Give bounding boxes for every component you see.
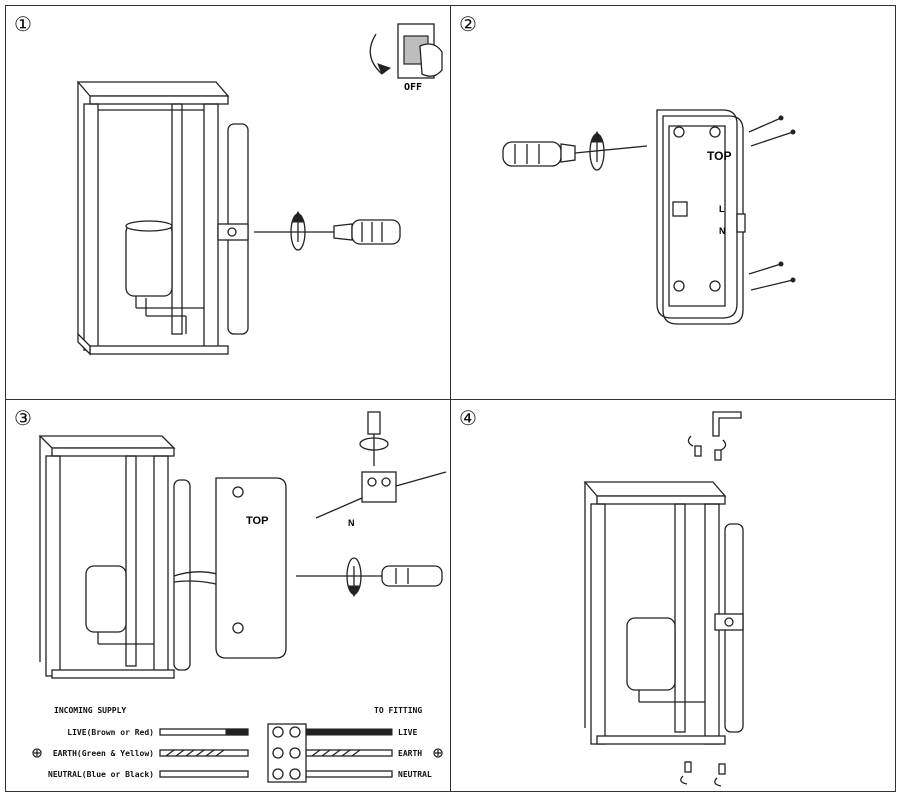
mounting-bracket-drawing	[656, 109, 746, 325]
connector-block	[267, 723, 307, 783]
incoming-supply-heading: INCOMING SUPPLY	[54, 706, 127, 715]
to-fitting-heading: TO FITTING	[374, 706, 423, 715]
wiring-left-label-neutral: NEUTRAL(Blue or Black)	[48, 770, 154, 779]
step-4-illustration	[583, 411, 744, 787]
wiring-left-label-earth: EARTH(Green & Yellow)	[52, 749, 154, 758]
wiring-left-label-live: LIVE(Brown or Red)	[67, 728, 154, 737]
wiring-right-label-live: LIVE	[398, 728, 418, 737]
wall-lantern-drawing	[583, 481, 744, 745]
power-switch-icon	[369, 23, 443, 79]
step-1-panel: ①	[5, 5, 451, 400]
bracket-l-label: L	[719, 204, 725, 214]
switch-off-label: OFF	[404, 82, 422, 93]
grub-screw-icons	[680, 435, 727, 787]
screwdriver-icon	[502, 141, 648, 167]
earth-symbol-icon	[32, 748, 443, 758]
step-3-number: ③	[14, 406, 32, 430]
step-4-number: ④	[459, 406, 477, 430]
step-2-panel: ②	[450, 5, 896, 400]
wiring-right-label-neutral: NEUTRAL	[398, 770, 432, 779]
terminal-n-label: N	[348, 518, 355, 528]
rotate-arrow-icon	[346, 437, 389, 597]
step-3-panel: ③	[5, 399, 451, 792]
wall-lantern-drawing	[76, 81, 249, 356]
step-1-illustration: OFF	[76, 23, 443, 356]
step-1-number: ①	[14, 12, 32, 36]
mounting-bracket-drawing	[215, 477, 287, 659]
step-4-panel: ④	[450, 399, 896, 792]
step-2-illustration: TOP L N	[502, 109, 796, 325]
rotate-arrow-icon	[589, 131, 605, 171]
wall-lantern-drawing	[38, 435, 191, 679]
step-3-illustration: TOP N	[38, 411, 447, 679]
bracket-n-label: N	[719, 226, 726, 236]
wiring-diagram	[32, 723, 443, 783]
step-2-number: ②	[459, 12, 477, 36]
bracket-top-label: TOP	[246, 515, 268, 527]
bracket-top-label: TOP	[707, 149, 731, 163]
screwdriver-icon	[254, 219, 401, 245]
hex-key-icon	[712, 411, 742, 437]
screwdriver-icon	[296, 411, 443, 587]
wall-plug-screws	[748, 115, 796, 291]
terminal-block-detail	[315, 471, 447, 519]
wiring-right-label-earth: EARTH	[398, 749, 423, 758]
rotate-arrow-icon	[290, 211, 306, 251]
